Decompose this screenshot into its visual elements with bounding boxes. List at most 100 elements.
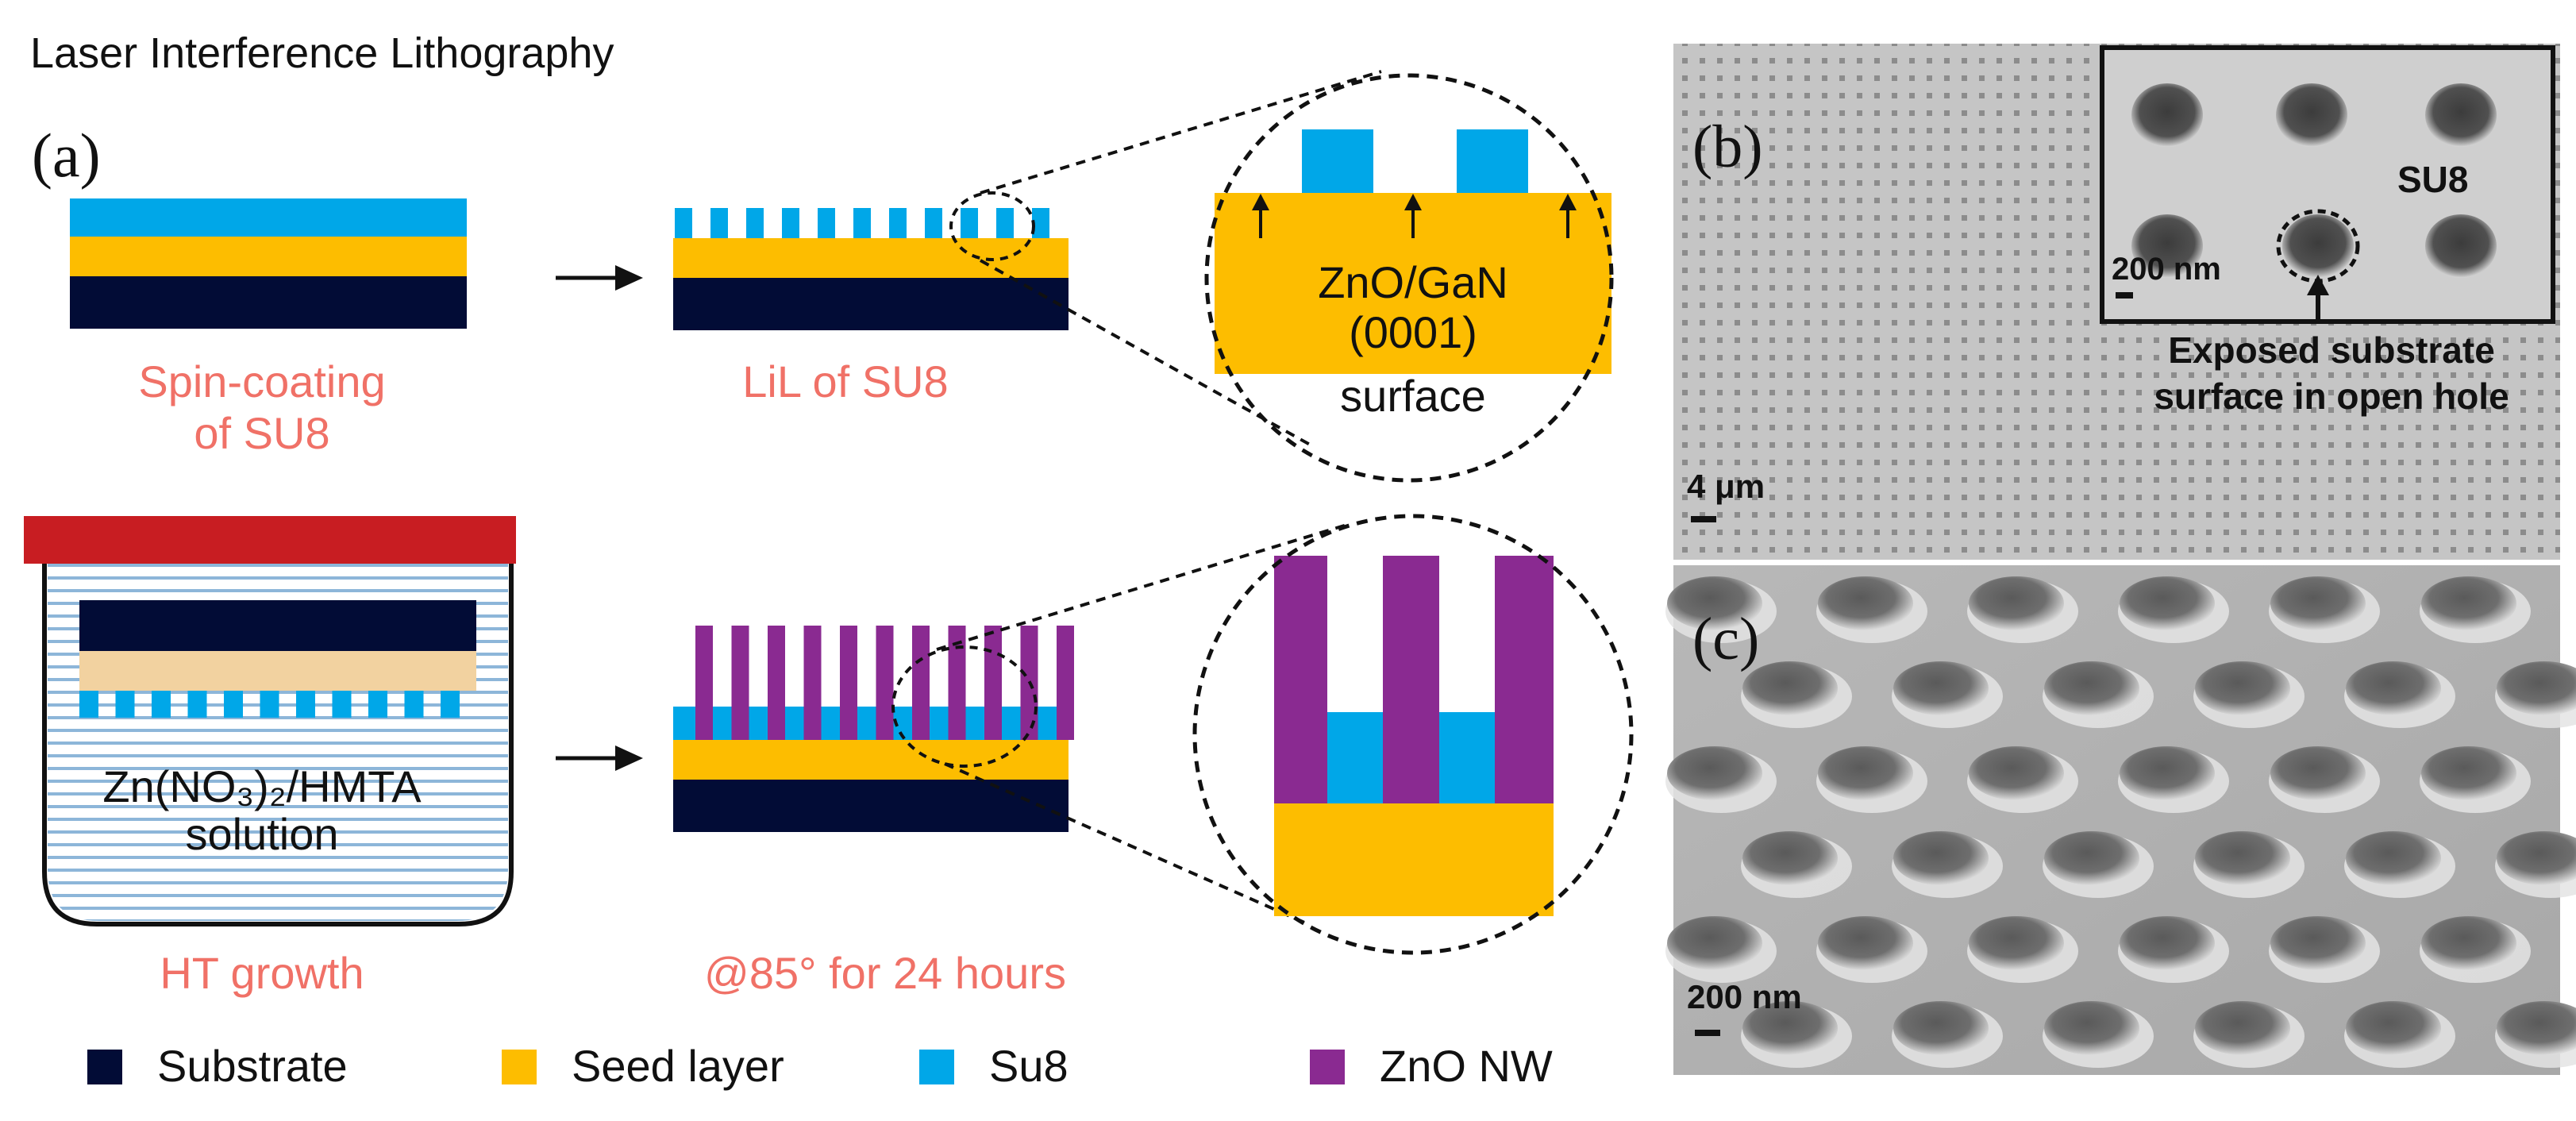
legend-item-substrate: Substrate [87,1041,348,1091]
zno-nanowire [1057,626,1074,740]
pit [2421,746,2516,800]
pit [2120,576,2215,630]
pit [2497,661,2576,715]
su8-pillar [961,208,978,238]
pit [1818,916,1913,970]
step1-substrate [70,276,467,329]
step1-caption-line2: of SU8 [194,408,329,458]
zoom1-material-line1: ZnO/GaN [1318,257,1508,307]
su8-pillar [818,208,835,238]
zno-nanowire [840,626,857,740]
zno-nanowire [912,626,930,740]
pit [2270,576,2366,630]
pit [1667,916,1762,970]
pit [2044,661,2139,715]
zoom2-source-circle [891,645,1038,768]
pit [1742,831,1838,885]
beaker-seed-layer [79,651,476,691]
pit [1893,831,1989,885]
zoom1-su8-block-left [1302,129,1373,195]
step2-caption: LiL of SU8 [742,356,948,406]
arrow-right-icon [556,265,643,291]
pit [2120,916,2215,970]
step4-stack [673,626,1074,832]
pit [2270,746,2366,800]
su8-pillar [260,691,279,718]
panel-c-scale-bar [1695,1030,1720,1036]
pit [1969,746,2064,800]
pit [1893,661,1989,715]
panel-b-scale-bar [1691,516,1716,522]
su8-pillar [296,691,315,718]
legend-label-zno-nw: ZnO NW [1380,1041,1553,1091]
legend-label-seed-layer: Seed layer [572,1041,784,1091]
su8-pillar [187,691,207,718]
step4-caption: @85° for 24 hours [704,948,1066,998]
pit [2346,831,2441,885]
su8-pillar [925,208,942,238]
zoom1-guide-bottom [980,259,1311,446]
su8-pillar [889,208,907,238]
arrow-right-icon [556,745,643,771]
pit [2421,916,2516,970]
pit [2270,916,2366,970]
inset-scale-label: 200 nm [2112,252,2221,287]
su8-pillar [746,208,764,238]
panel-c-background [1673,565,2560,1075]
pit [2195,831,2290,885]
step1-stack [70,198,467,329]
step2-substrate [673,278,1069,330]
pit [2346,1001,2441,1055]
zoom2-su8-block-left [1327,712,1383,803]
inset-callout-line2: surface in open hole [2154,376,2509,417]
pit [1742,1001,1838,1055]
zno-nanowire [984,626,1002,740]
step2-stack [673,208,1069,330]
inset-hole [2276,83,2347,147]
su8-pillar [782,208,799,238]
su8-pillar [368,691,387,718]
step4-seed-layer [673,740,1069,780]
beaker-solution-line1: Zn(NO₃)₂/HMTA [102,761,422,811]
inset-hole [2425,83,2497,147]
legend-item-seed-layer: Seed layer [502,1041,784,1091]
su8-pillar [1032,208,1049,238]
pit [1818,576,1913,630]
beaker: Zn(NO₃)₂/HMTA solution [24,516,516,926]
zoom2-zno-nanowire-left [1274,556,1327,803]
zno-nanowire [768,626,785,740]
zno-nanowire [803,626,822,740]
panel-c-label: (c) [1692,606,1759,672]
pit [2497,831,2576,885]
step4-substrate [673,780,1069,832]
zno-nanowire [948,626,966,740]
zoom1-source-circle [949,191,1035,261]
zoom1-material-line3: surface [1340,371,1486,421]
su8-pillar [152,691,171,718]
zoom2-guide-top [936,522,1350,651]
pit [1667,746,1762,800]
pit [1969,576,2064,630]
pit [1893,1001,1989,1055]
su8-pillar [224,691,243,718]
inset-hole-exposed [2282,214,2354,278]
su8-pillar [441,691,460,718]
zoom1-guide-top [980,70,1382,195]
inset-material-label: SU8 [2397,159,2468,200]
su8-pillar [853,208,871,238]
pit [2346,661,2441,715]
pit [1969,916,2064,970]
zoom1-detail: ZnO/GaN (0001) surface [1215,129,1611,421]
su8-pillar [79,691,98,718]
step2-seed-layer [673,238,1069,278]
panel-b-inset: SU8 200 nm [2100,45,2555,324]
step2-su8-pillars [675,208,1049,238]
su8-pillar [115,691,135,718]
legend-item-su8: Su8 [919,1041,1069,1091]
su8-pillar [996,208,1014,238]
beaker-wall [42,516,514,926]
pit [2195,661,2290,715]
zoom2-su8-block-right [1439,712,1495,803]
pit [2120,746,2215,800]
